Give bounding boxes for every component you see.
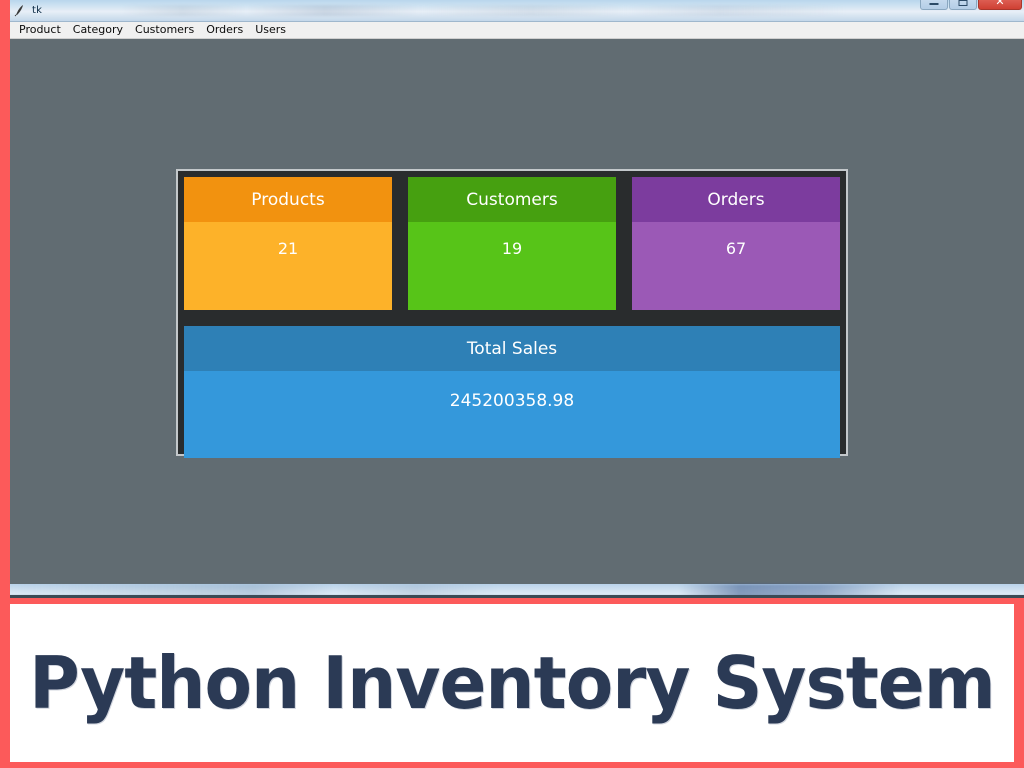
menu-item-product[interactable]: Product [19, 23, 61, 36]
window-bottom-strip [10, 584, 1024, 598]
window-bottom-edge [10, 595, 1024, 598]
orders-card-value: 67 [632, 222, 840, 310]
application-window: tk ✕ Product Category Customers Orders U… [10, 0, 1024, 598]
stat-card-customers[interactable]: Customers 19 [408, 177, 616, 310]
caption-title: Python Inventory System [29, 641, 996, 725]
menu-item-users[interactable]: Users [255, 23, 286, 36]
menu-item-category[interactable]: Category [72, 23, 124, 36]
close-icon: ✕ [995, 0, 1005, 8]
window-titlebar[interactable]: tk ✕ [10, 0, 1024, 22]
stat-card-total-sales[interactable]: Total Sales 245200358.98 [184, 326, 840, 458]
total-sales-card-value: 245200358.98 [184, 371, 840, 458]
menu-item-customers[interactable]: Customers [135, 23, 195, 36]
titlebar-blur-artifact [120, 5, 910, 16]
stat-card-products[interactable]: Products 21 [184, 177, 392, 310]
taskbar-blur-artifact [10, 584, 1024, 598]
close-button[interactable]: ✕ [978, 0, 1022, 10]
minimize-button[interactable] [920, 0, 948, 10]
minimize-icon [929, 3, 939, 5]
window-title: tk [32, 5, 43, 16]
client-area: Products 21 Customers 19 Orders 67 Total… [10, 39, 1024, 598]
customers-card-value: 19 [408, 222, 616, 310]
products-card-value: 21 [184, 222, 392, 310]
stat-cards-row: Products 21 Customers 19 Orders 67 [184, 177, 840, 310]
total-sales-card-header: Total Sales [184, 326, 840, 371]
stat-card-orders[interactable]: Orders 67 [632, 177, 840, 310]
dashboard-frame: Products 21 Customers 19 Orders 67 Total… [176, 169, 848, 458]
products-card-header: Products [184, 177, 392, 222]
customers-card-header: Customers [408, 177, 616, 222]
menu-bar: Product Category Customers Orders Users [10, 22, 1024, 39]
maximize-icon [958, 0, 968, 6]
orders-card-header: Orders [632, 177, 840, 222]
menu-item-orders[interactable]: Orders [206, 23, 244, 36]
feather-tk-icon [14, 4, 27, 17]
maximize-button[interactable] [949, 0, 977, 10]
caption-banner: Python Inventory System [10, 604, 1014, 762]
window-controls: ✕ [920, 0, 1022, 10]
